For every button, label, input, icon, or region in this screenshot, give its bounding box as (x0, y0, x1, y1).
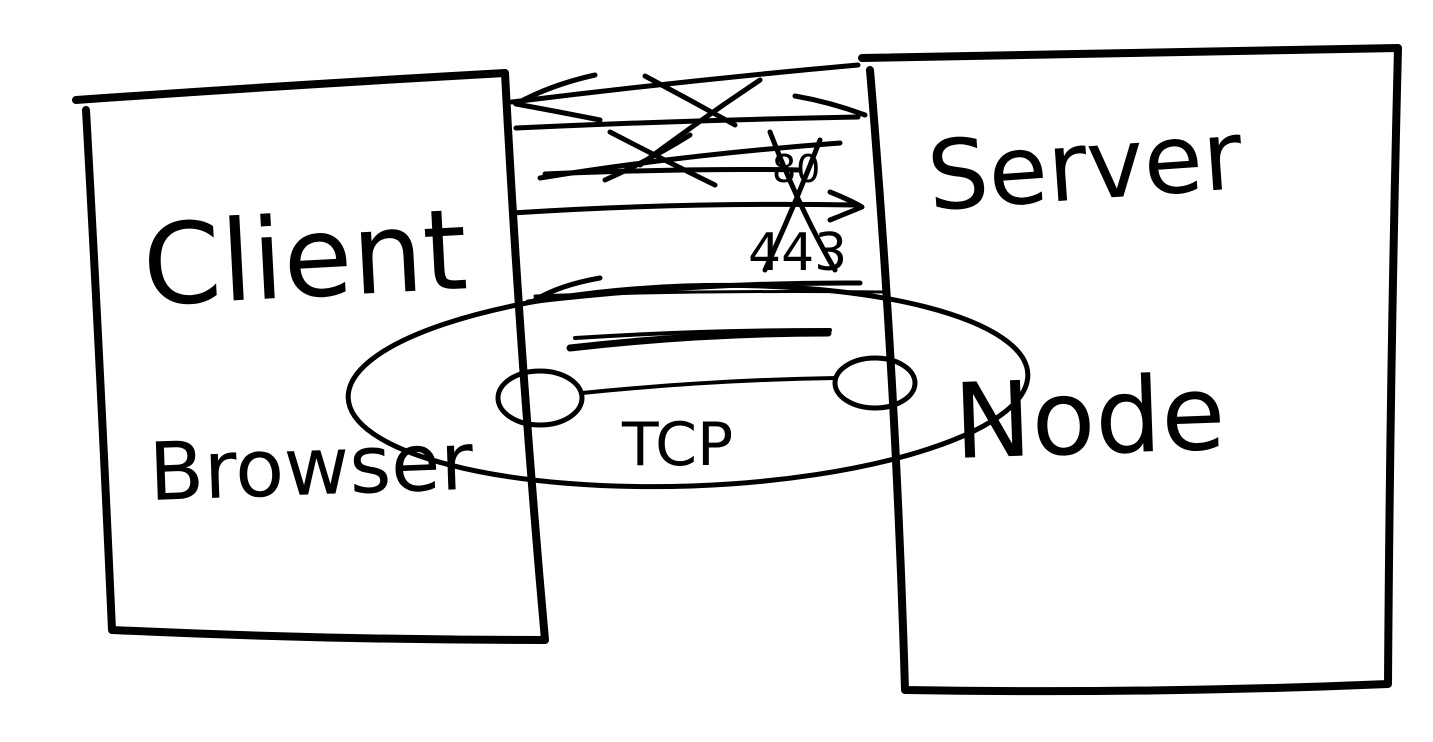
request-arrows (509, 62, 887, 352)
port-443-label: 443 (748, 223, 847, 283)
browser-label: Browser (147, 415, 474, 519)
client-socket-circle (495, 368, 585, 428)
client-box (72, 69, 549, 644)
crossed-out-marks (602, 73, 838, 273)
client-label: Client (140, 185, 471, 332)
port-80-label: 80 (772, 147, 820, 191)
server-socket-circle (832, 355, 918, 411)
tcp-label: TCP (621, 410, 733, 480)
socket-connection-line (580, 376, 837, 395)
node-label: Node (952, 352, 1228, 483)
server-label: Server (924, 99, 1246, 233)
server-box (858, 44, 1402, 696)
